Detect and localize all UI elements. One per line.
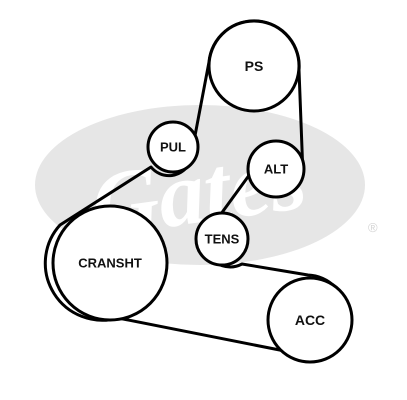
pulley-alt-circle — [246, 139, 306, 199]
pulley-acc-label: ACC — [295, 312, 325, 328]
pulley-pul-label: PUL — [160, 140, 186, 155]
pulley-ps-label: PS — [245, 58, 264, 74]
pulley-tens-circle — [194, 211, 250, 267]
pulley-alt: ALT — [246, 139, 306, 199]
pulley-pul: PUL — [146, 120, 200, 174]
pulley-ps-circle — [207, 19, 301, 113]
pulley-tens-label: TENS — [205, 232, 240, 247]
pulley-cransht: CRANSHT — [51, 204, 169, 322]
watermark-registered-mark: ® — [368, 220, 378, 235]
pulley-cransht-label: CRANSHT — [78, 256, 142, 271]
pulley-cransht-circle — [51, 204, 169, 322]
pulley-acc-circle — [266, 276, 354, 364]
pulley-alt-label: ALT — [264, 162, 288, 177]
pulley-tens: TENS — [194, 211, 250, 267]
pulley-acc: ACC — [266, 276, 354, 364]
pulley-pul-circle — [146, 120, 200, 174]
pulley-ps: PS — [207, 19, 301, 113]
